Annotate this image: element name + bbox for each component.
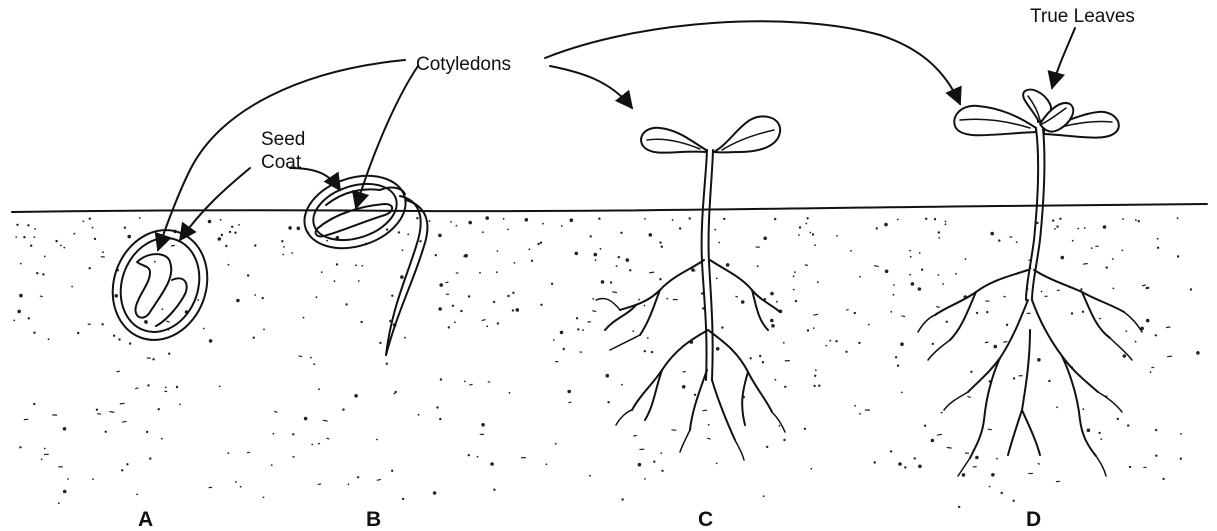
seedling-stage-c [596, 116, 785, 460]
soil-texture [13, 216, 1199, 508]
label-seed-coat-line1: Seed [261, 129, 305, 150]
arrow-seedcoat-to-a [180, 168, 250, 240]
seed-stage-a [98, 217, 223, 354]
arrow-cotyledons-to-c [550, 66, 632, 108]
stage-label-c: C [698, 508, 713, 531]
seedling-stage-d [918, 90, 1142, 476]
stage-label-d: D [1026, 508, 1041, 531]
stage-label-a: A [138, 508, 153, 531]
soil-surface-line [12, 204, 1207, 212]
label-cotyledons: Cotyledons [416, 54, 511, 75]
label-seed-coat-line2: Coat [261, 152, 302, 173]
label-true-leaves: True Leaves [1030, 6, 1135, 27]
stage-label-b: B [366, 508, 381, 531]
arrow-true-leaves [1052, 28, 1075, 88]
arrow-cotyledons-to-b [356, 66, 418, 208]
arrow-cotyledons-to-d [545, 21, 960, 104]
